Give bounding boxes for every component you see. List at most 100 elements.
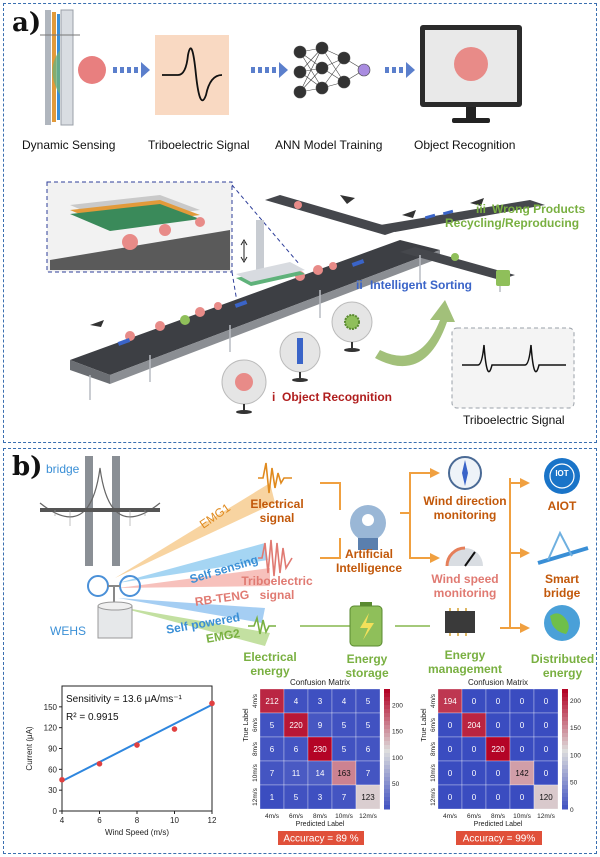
cm-x-axis-label: Predicted Label: [296, 821, 345, 828]
iot-icon: [544, 458, 580, 494]
cm-cell: [461, 736, 487, 762]
y-tick-label: 90: [48, 745, 57, 754]
cm-cell-value: 142: [515, 769, 529, 778]
cm-cell: [485, 712, 511, 738]
cm-cell: [307, 712, 333, 738]
cm-cell-value: 123: [361, 793, 375, 802]
cm-cell-value: 11: [292, 769, 301, 778]
aiot-label: AIOT: [547, 499, 577, 513]
sensitivity-annotation: Sensitivity = 13.6 μA/ms⁻¹: [66, 694, 182, 705]
colorbar-segment: [562, 777, 568, 782]
x-axis-label: Wind Speed (m/s): [105, 828, 169, 837]
x-tick-label: 12: [208, 816, 217, 825]
triboelectric-signal-icon: [155, 35, 229, 115]
cm-title: Confusion Matrix: [468, 678, 528, 687]
colorbar-segment: [384, 749, 390, 754]
step-iii-label-2: Recycling/Reproducing: [445, 216, 580, 230]
cm-y-tick-label: 4m/s: [252, 693, 259, 708]
panel-b-label: b): [12, 452, 43, 482]
data-point: [171, 726, 178, 732]
flow-label-dynamic-sensing: Dynamic Sensing: [22, 138, 116, 152]
cm-cell: [283, 760, 309, 786]
panel-b: [3, 448, 597, 854]
cm-cell-value: 4: [342, 697, 347, 706]
colorbar-segment: [384, 773, 390, 778]
x-tick-label: 8: [135, 816, 140, 825]
cm-cell: [355, 784, 381, 810]
colorbar-segment: [562, 697, 568, 702]
cm-x-tick-label: 8m/s: [491, 813, 506, 820]
signal-box-label: Triboelectric Signal: [463, 413, 565, 427]
step-i-number: i: [272, 390, 276, 404]
colorbar-segment: [384, 733, 390, 738]
colorbar-segment: [562, 705, 568, 710]
sorting-arrow: [375, 300, 455, 367]
cm-cell: [437, 760, 463, 786]
cm-cell: [533, 712, 559, 738]
colorbar-segment: [384, 713, 390, 718]
colorbar-segment: [562, 789, 568, 794]
cm-x-tick-label: 10m/s: [513, 813, 531, 820]
smart-bridge-icon: [537, 530, 589, 565]
cm-cell-value: 0: [448, 745, 453, 754]
cm-cell-value: 0: [496, 721, 501, 730]
cm-cell-value: 212: [265, 697, 279, 706]
cm-x-tick-label: 8m/s: [313, 813, 328, 820]
gear-lens: [331, 301, 373, 352]
cm-x-tick-label: 6m/s: [289, 813, 304, 820]
colorbar-segment: [562, 717, 568, 722]
colorbar-segment: [384, 725, 390, 730]
colorbar-segment: [562, 805, 568, 810]
data-point: [96, 760, 103, 767]
colorbar-segment: [384, 737, 390, 742]
colorbar-segment: [562, 757, 568, 762]
colorbar-segment: [562, 761, 568, 766]
colorbar-segment: [562, 765, 568, 770]
cm-y-tick-label: 10m/s: [252, 763, 259, 781]
cm-y-tick-label: 6m/s: [430, 717, 437, 732]
cm-cell: [283, 736, 309, 762]
colorbar-segment: [562, 753, 568, 758]
step-i-label: Object Recognition: [282, 390, 393, 404]
monitor-icon: [420, 25, 522, 123]
chip-icon: [445, 608, 475, 636]
ray-emg2: [115, 606, 270, 646]
cm-cell-value: 0: [544, 697, 549, 706]
step-ii-label: Intelligent Sorting: [370, 278, 472, 292]
cm-cell-value: 0: [520, 745, 525, 754]
colorbar-segment: [384, 689, 390, 694]
flow-label-triboelectric-signal: Triboelectric Signal: [148, 138, 250, 152]
conveyor-scene: [46, 181, 575, 414]
cm-cell-value: 0: [472, 745, 477, 754]
cm-cell: [259, 760, 285, 786]
cm-cell: [331, 760, 357, 786]
step-iii-number: iii: [476, 202, 487, 216]
cm-cell: [355, 760, 381, 786]
rod-lens: [279, 331, 321, 382]
ray-emg1: [115, 483, 275, 578]
gauge-icon: [445, 546, 483, 567]
cm-cell-value: 220: [289, 721, 303, 730]
cm-cell: [259, 688, 285, 714]
cm-cell: [533, 736, 559, 762]
x-tick-label: 4: [60, 816, 65, 825]
cm-cell-value: 194: [443, 697, 457, 706]
colorbar-segment: [562, 701, 568, 706]
ray-self-powered: [118, 598, 265, 623]
colorbar-segment: [562, 737, 568, 742]
x-tick-label: 6: [97, 816, 102, 825]
colorbar-tick-label: 100: [392, 755, 403, 762]
bridge-icon: [39, 456, 161, 566]
compass-icon: [448, 456, 482, 490]
colorbar-segment: [384, 701, 390, 706]
cm-cell: [509, 688, 535, 714]
colorbar-segment: [562, 709, 568, 714]
cm-cell: [533, 784, 559, 810]
cm-cell: [437, 736, 463, 762]
cm-cell-value: 163: [337, 769, 351, 778]
cm-cell: [461, 760, 487, 786]
